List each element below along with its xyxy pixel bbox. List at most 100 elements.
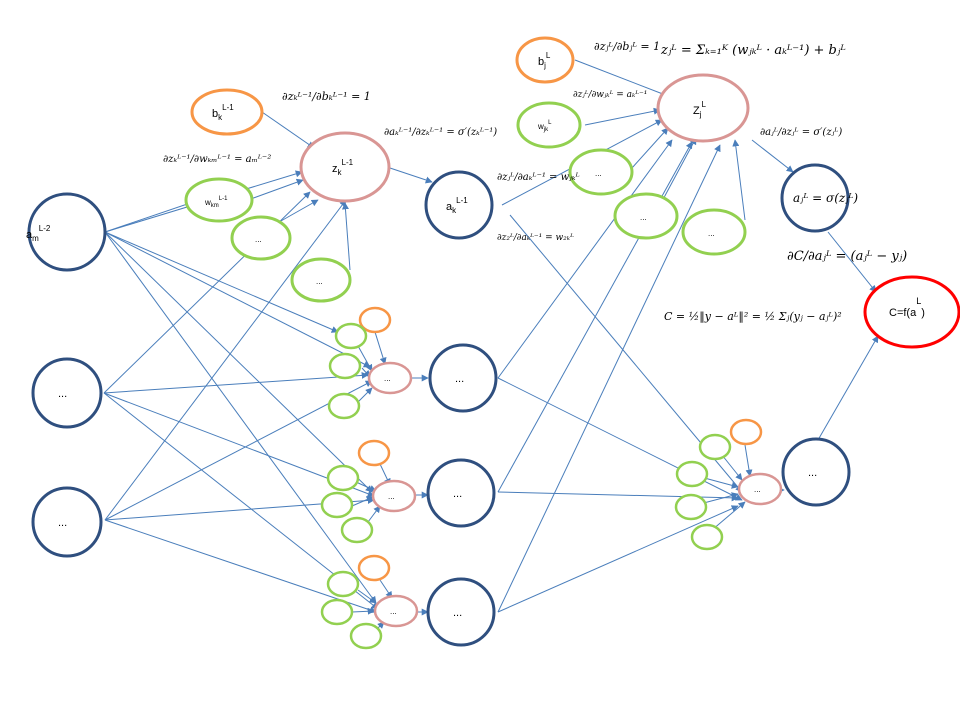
- bias-small: [358, 306, 392, 334]
- edge: [357, 589, 377, 604]
- edge: [357, 387, 373, 403]
- label-ellipsis: ...: [595, 169, 602, 178]
- weight-small: [320, 491, 354, 519]
- edge: [341, 202, 351, 271]
- bias-small: [357, 439, 391, 467]
- eq-dz-dw-jk: ∂zⱼᴸ/∂wⱼₖᴸ = aₖᴸ⁻¹: [573, 90, 647, 100]
- edge: [374, 331, 387, 365]
- label-b-j: bjL: [538, 51, 551, 70]
- bias-small: [357, 554, 391, 582]
- label-ellipsis: ...: [453, 607, 462, 619]
- label-ellipsis: ...: [453, 488, 462, 500]
- eq-da-dz-k: ∂aₖᴸ⁻¹/∂zₖᴸ⁻¹ = σ′(zₖᴸ⁻¹): [384, 127, 497, 138]
- weight-small: [327, 392, 361, 420]
- eq-dz-dw-km: ∂zₖᴸ⁻¹/∂wₖₘᴸ⁻¹ = aₘᴸ⁻²: [163, 154, 271, 165]
- eq-a-j-def: aⱼᴸ = σ(zⱼᴸ): [793, 191, 858, 205]
- label-ellipsis: ...: [754, 485, 761, 494]
- bias-small: [729, 418, 763, 446]
- sum-node-small: [371, 479, 417, 513]
- bias-b-j: [515, 36, 575, 84]
- label-ellipsis: ...: [255, 235, 262, 244]
- weight-small: [349, 622, 383, 650]
- edge: [574, 59, 669, 97]
- label-cost: C=f(aL): [889, 296, 925, 319]
- weight-small: [698, 433, 732, 461]
- neuron-output-2: [781, 437, 851, 507]
- edge: [104, 199, 347, 521]
- sum-node-small: [367, 361, 413, 395]
- sum-node-small: [373, 594, 419, 628]
- edge: [377, 576, 393, 599]
- weight-small: [690, 523, 724, 551]
- weight-small: [674, 493, 708, 521]
- eq-cost-def: C = ½‖y − aᴸ‖² = ½ Σⱼ(yⱼ − aⱼᴸ)²: [664, 310, 842, 324]
- edge: [351, 607, 375, 615]
- label-z-k: zkL-1: [332, 158, 354, 177]
- edge: [497, 505, 739, 613]
- weight-ellipsis: [290, 257, 352, 303]
- weight-small: [340, 516, 374, 544]
- neuron-input-3: [31, 486, 103, 558]
- edge: [104, 231, 371, 368]
- neuron-a-m: [27, 192, 107, 272]
- sum-node-z-k: [299, 131, 391, 203]
- label-ellipsis: ...: [640, 213, 647, 222]
- edge: [497, 139, 673, 379]
- label-w-km: wkmL-1: [204, 196, 228, 209]
- eq-dz-da-jk: ∂zⱼᴸ/∂aₖᴸ⁻¹ = wⱼₖᴸ: [497, 172, 580, 183]
- node-labels: amL-2 ... ... bkL-1 zkL-1 wkmL-1 ... ...…: [26, 51, 925, 619]
- sum-node-z-j: [656, 73, 750, 143]
- weight-ellipsis: [681, 208, 747, 256]
- label-ellipsis: ...: [390, 607, 397, 616]
- label-ellipsis: ...: [808, 467, 817, 479]
- weight-ellipsis: [568, 148, 634, 196]
- neuron-a-k: [424, 170, 494, 240]
- eq-da-dz-j: ∂aⱼᴸ/∂zⱼᴸ = σ′(zⱼᴸ): [760, 127, 842, 138]
- edges: [103, 59, 879, 629]
- label-ellipsis: ...: [708, 229, 715, 238]
- bias-b-k: [190, 88, 264, 136]
- neuron-hidden-2: [428, 343, 498, 413]
- label-ellipsis: ...: [455, 373, 464, 385]
- label-a-m: amL-2: [26, 224, 51, 243]
- edge: [732, 139, 746, 221]
- label-w-jk: wjkL: [537, 120, 552, 133]
- eq-dC-da: ∂C/∂aⱼᴸ = (aⱼᴸ − yⱼ): [787, 249, 907, 264]
- edge: [367, 505, 381, 523]
- weight-small: [675, 460, 709, 488]
- eq-dz-db-k: ∂zₖᴸ⁻¹/∂bₖᴸ⁻¹ = 1: [282, 90, 371, 103]
- weight-small: [334, 322, 368, 350]
- label-b-k: bkL-1: [212, 103, 234, 122]
- edge: [103, 392, 379, 610]
- edge: [817, 335, 879, 441]
- edge: [104, 231, 373, 493]
- edge: [104, 231, 339, 333]
- weight-small: [328, 352, 362, 380]
- label-a-k: akL-1: [446, 196, 468, 215]
- sum-node-small: [737, 472, 783, 506]
- edge: [751, 139, 794, 173]
- edge: [103, 371, 369, 394]
- edge: [827, 231, 877, 293]
- eq-dz-da-2k: ∂z₂ᴸ/∂aₖᴸ⁻¹ = w₂ₖᴸ: [497, 233, 574, 243]
- weight-w-jk: [516, 101, 582, 149]
- label-ellipsis: ...: [58, 517, 67, 529]
- label-ellipsis: ...: [388, 492, 395, 501]
- neuron-hidden-3: [426, 458, 496, 528]
- nodes: [27, 36, 960, 650]
- weight-ellipsis: [230, 215, 292, 261]
- neuron-hidden-4: [426, 577, 496, 647]
- edge: [351, 496, 374, 507]
- edge: [104, 231, 377, 604]
- edge: [247, 178, 304, 201]
- edge: [355, 481, 377, 492]
- weight-small: [326, 570, 360, 598]
- edge: [104, 519, 377, 614]
- edge: [389, 167, 433, 184]
- edge: [584, 107, 661, 126]
- edge: [104, 380, 373, 521]
- weight-small: [326, 464, 360, 492]
- edge: [497, 144, 721, 613]
- cost-node: [863, 275, 960, 349]
- weight-ellipsis: [613, 192, 679, 240]
